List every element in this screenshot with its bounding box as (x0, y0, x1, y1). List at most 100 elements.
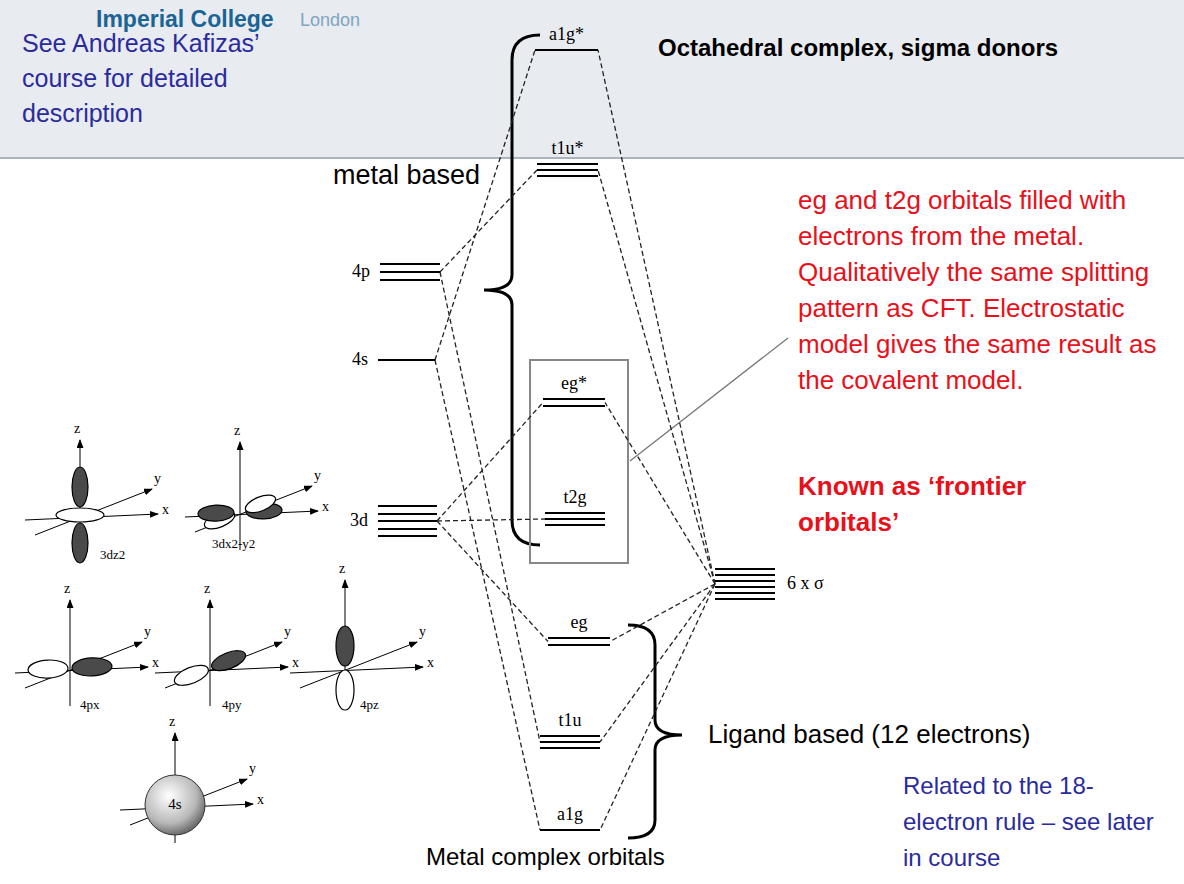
level-line (378, 505, 437, 507)
axis-label: y (154, 471, 161, 487)
level-label: t1u (558, 711, 581, 731)
axis-label: x (427, 655, 434, 671)
bracket-label: metal based (260, 160, 480, 191)
correlation-line (437, 521, 548, 642)
level-label: eg (571, 613, 588, 633)
orbital-lobe (243, 492, 278, 517)
axis-label: y (249, 761, 256, 777)
note: Related to the 18-electron rule – see la… (903, 768, 1168, 876)
level-line (535, 49, 598, 51)
level-line (540, 741, 600, 743)
orbital-lobe (72, 523, 88, 563)
orbital-figure (25, 440, 158, 563)
level-line (543, 398, 605, 400)
level-line (540, 747, 600, 749)
level-label: 4p (352, 262, 370, 282)
axis-label: y (314, 468, 321, 484)
orbital-name: 4pz (360, 698, 379, 713)
level-line (548, 644, 610, 646)
energy-level: eg (548, 637, 610, 646)
energy-level: eg* (543, 398, 605, 407)
annotation: Known as ‘frontier orbitals’ (798, 468, 1068, 540)
header-band (0, 0, 1184, 158)
axis-label: x (162, 502, 169, 518)
axis-label: y (284, 624, 291, 640)
level-line (715, 574, 775, 576)
level-line (537, 169, 598, 171)
correlation-line (605, 403, 715, 585)
orbital-lobe (172, 661, 211, 689)
orbital-name: 4px (80, 698, 100, 713)
energy-level: a1g (540, 829, 600, 831)
level-line (545, 524, 605, 526)
axis-line (290, 667, 423, 673)
axis-line (210, 600, 211, 706)
axis-label: x (257, 792, 264, 808)
level-line (715, 598, 775, 600)
axis-line (25, 642, 142, 688)
level-line (537, 175, 598, 177)
header-rule (0, 157, 1184, 159)
level-label: t1u* (551, 139, 583, 159)
level-label: t2g (563, 488, 586, 508)
orbital-name: 4py (222, 698, 242, 713)
correlation-line (600, 584, 715, 830)
axis-label: x (292, 655, 299, 671)
axis-line (70, 600, 71, 706)
level-line (715, 592, 775, 594)
orbital-name: 3dx2-y2 (212, 537, 255, 552)
orbital-lobe (72, 657, 113, 677)
level-line (380, 263, 440, 265)
level-line (548, 637, 610, 639)
correlation-line (610, 584, 715, 642)
energy-level: 4s (378, 359, 435, 361)
axis-label: x (152, 655, 159, 671)
energy-level: t1u (540, 735, 600, 749)
logo-text: London (300, 10, 360, 31)
level-label: a1g (557, 805, 583, 825)
axis-label: z (234, 423, 240, 439)
axis-label: x (322, 499, 329, 515)
correlation-line (435, 50, 535, 360)
orbital-torus (56, 508, 104, 522)
orbital-sphere (145, 775, 205, 835)
correlation-line (437, 519, 545, 521)
energy-level: t1u* (537, 163, 598, 177)
annotation: eg and t2g orbitals filled with electron… (798, 182, 1158, 398)
level-line (540, 735, 600, 737)
correlation-line (600, 584, 715, 742)
orbital-figure (120, 733, 253, 843)
level-label: eg* (561, 374, 587, 394)
level-line (378, 359, 435, 361)
level-label: 3d (350, 511, 368, 531)
axis-label: z (339, 561, 345, 577)
note: See Andreas Kafizas’ course for detailed… (22, 26, 302, 131)
level-line (378, 528, 437, 530)
correlation-line (437, 403, 543, 522)
level-line (715, 580, 775, 582)
level-line (715, 568, 775, 570)
logo-text: Imperial College (96, 6, 274, 32)
axis-label: z (64, 581, 70, 597)
bracket (628, 625, 682, 838)
level-line (378, 513, 437, 515)
correlation-line (598, 50, 715, 584)
energy-level: 4p (380, 263, 440, 281)
level-label: 4s (352, 350, 368, 370)
bracket (484, 35, 540, 545)
axis-label: y (144, 624, 151, 640)
axis-caption: Metal complex orbitals (426, 843, 665, 871)
energy-level: t2g (545, 512, 605, 526)
level-label: a1g* (549, 25, 584, 45)
bracket-label: Ligand based (12 electrons) (708, 720, 1030, 750)
level-line (715, 586, 775, 588)
orbital-lobe (209, 647, 248, 675)
orbital-lobe (28, 659, 69, 679)
axis-line (35, 489, 152, 535)
axis-label: z (204, 581, 210, 597)
orbital-lobe (336, 670, 354, 710)
axis-line (195, 486, 312, 532)
orbital-figure (185, 442, 318, 550)
